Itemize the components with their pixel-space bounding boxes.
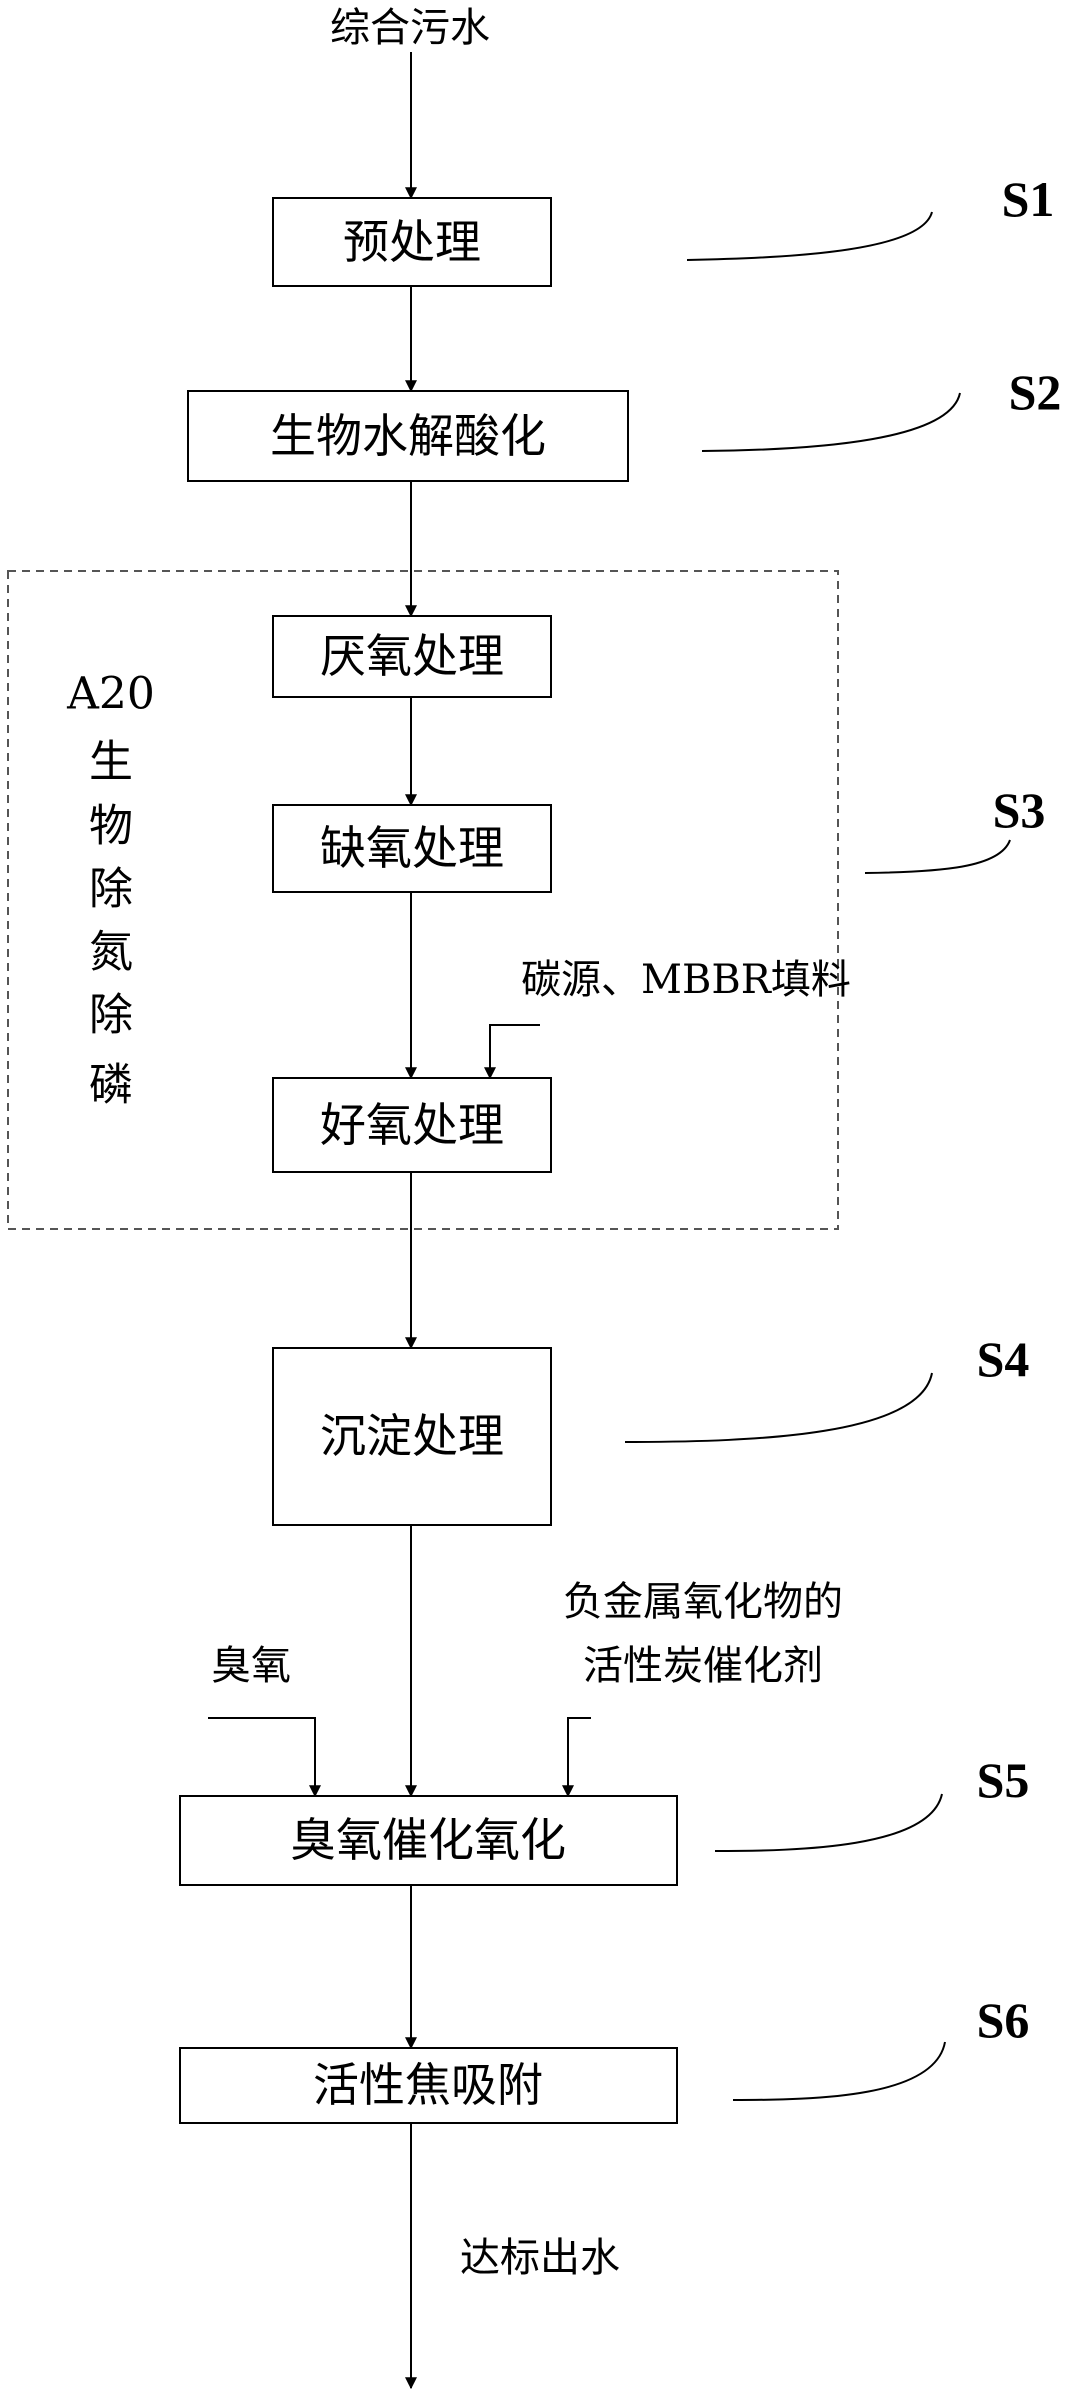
step-s6-leader: [732, 2041, 946, 2101]
input-label: 综合污水: [330, 5, 490, 51]
anaerobic-label: 厌氧处理: [320, 629, 504, 683]
a20-group-container: [7, 570, 839, 1230]
pretreat-label: 预处理: [343, 215, 481, 269]
ozone-oxidation-label: 臭氧催化氧化: [290, 1813, 566, 1867]
sediment-label: 沉淀处理: [320, 1409, 504, 1463]
aerobic-box: 好氧处理: [272, 1077, 552, 1173]
hydrolysis-box: 生物水解酸化: [187, 390, 629, 482]
output-label: 达标出水: [460, 2235, 620, 2281]
hydrolysis-label: 生物水解酸化: [270, 409, 546, 463]
step-s2-label: S2: [1009, 364, 1062, 420]
group-label-char-4: 氮: [89, 927, 133, 978]
step-s3-leader: [864, 839, 1011, 874]
group-label-char-5: 除: [89, 990, 133, 1041]
pretreat-box: 预处理: [272, 197, 552, 287]
catalyst-input-arrow: [562, 1717, 591, 1798]
ozone-input-arrow: [208, 1717, 321, 1798]
group-label-char-3: 除: [89, 864, 133, 915]
carbon-mbbr-label: 碳源、MBBR填料: [521, 957, 851, 1003]
a20-group-label: A20 生 物 除 氮 除 磷: [66, 669, 155, 1111]
ozone-oxidation-box: 臭氧催化氧化: [179, 1795, 678, 1886]
catalyst-label-line2: 活性炭催化剂: [583, 1643, 823, 1689]
carbon-mbbr-arrow: [484, 1024, 540, 1080]
group-label-char-0: A20: [66, 669, 155, 720]
anaerobic-box: 厌氧处理: [272, 615, 552, 698]
step-s5-leader: [714, 1793, 943, 1852]
step-s1-label: S1: [1002, 171, 1055, 227]
coke-adsorption-box: 活性焦吸附: [179, 2047, 678, 2124]
aerobic-label: 好氧处理: [320, 1098, 504, 1152]
coke-adsorption-label: 活性焦吸附: [313, 2058, 543, 2112]
step-s6-label: S6: [977, 1992, 1030, 2048]
anoxic-label: 缺氧处理: [320, 821, 504, 875]
step-s1-leader: [686, 211, 933, 261]
group-label-char-1: 生: [89, 737, 133, 788]
step-s5-label: S5: [977, 1752, 1030, 1808]
step-s4-label: S4: [977, 1331, 1030, 1387]
step-s2-leader: [701, 392, 961, 452]
group-label-char-2: 物: [89, 801, 133, 852]
ozone-label: 臭氧: [211, 1643, 291, 1689]
catalyst-label-line1: 负金属氧化物的: [563, 1579, 843, 1625]
anoxic-box: 缺氧处理: [272, 804, 552, 893]
sediment-box: 沉淀处理: [272, 1347, 552, 1526]
step-s4-leader: [624, 1372, 933, 1443]
group-label-char-6: 磷: [89, 1060, 133, 1111]
step-s3-label: S3: [993, 782, 1046, 838]
